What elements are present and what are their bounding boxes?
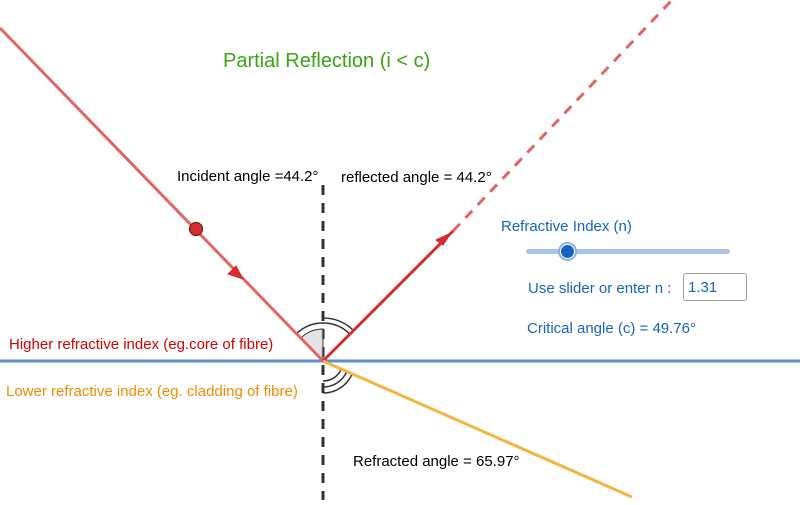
refractive-index-input[interactable] bbox=[683, 273, 747, 301]
reflected-angle-label: reflected angle = 44.2° bbox=[341, 169, 492, 186]
reflected-angle-arc bbox=[322, 317, 354, 335]
incident-ray bbox=[0, 26, 325, 363]
slider-knob[interactable] bbox=[559, 244, 575, 259]
page-title: Partial Reflection (i < c) bbox=[223, 50, 431, 72]
refracted-ray bbox=[322, 359, 633, 499]
incident-angle-arc bbox=[295, 322, 324, 335]
refractive-index-slider[interactable] bbox=[526, 249, 730, 254]
refracted-angle-arc bbox=[322, 368, 353, 394]
incident-angle-label: Incident angle =44.2° bbox=[177, 168, 319, 185]
reflected-ray-extension bbox=[451, 0, 674, 233]
refracted-angle-label: Refracted angle = 65.97° bbox=[353, 453, 520, 470]
lower-medium-label: Lower refractive index (eg. cladding of … bbox=[6, 383, 298, 400]
incident-ray-handle[interactable] bbox=[188, 221, 204, 237]
higher-medium-label: Higher refractive index (eg.core of fibr… bbox=[9, 336, 274, 353]
reflected-arrow bbox=[435, 231, 453, 246]
reflected-ray bbox=[321, 229, 455, 363]
input-label: Use slider or enter n : bbox=[528, 280, 672, 297]
slider-label: Refractive Index (n) bbox=[501, 218, 632, 235]
critical-angle-label: Critical angle (c) = 49.76° bbox=[527, 320, 696, 337]
incident-arrow bbox=[227, 265, 245, 280]
